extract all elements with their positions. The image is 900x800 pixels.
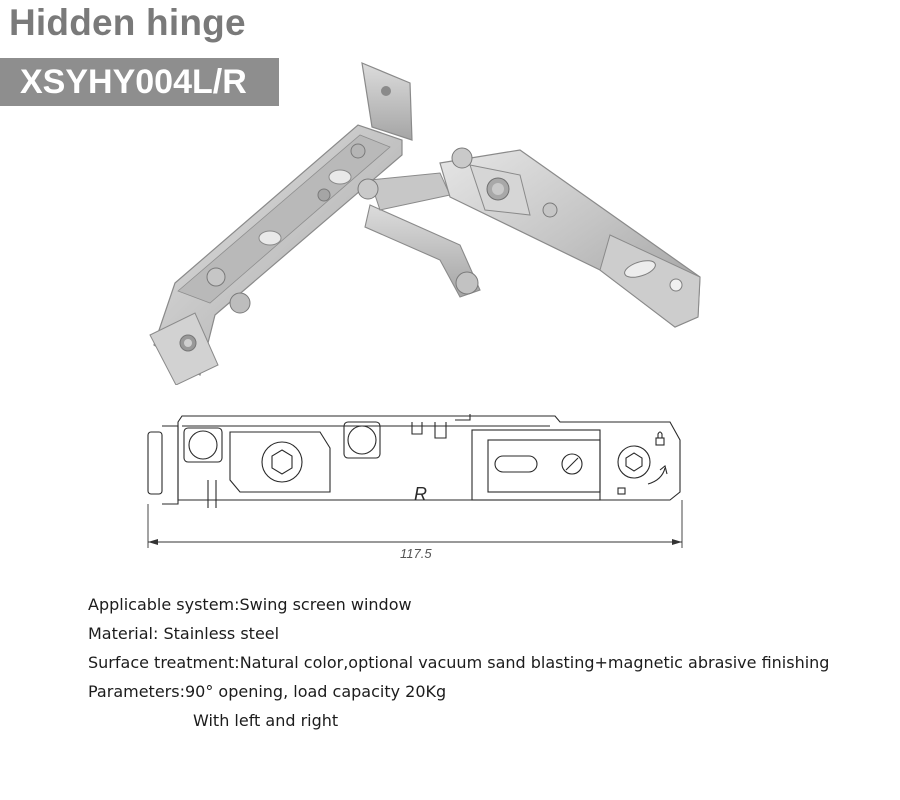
dimension-label: 117.5 (400, 546, 432, 561)
spec-material: Material: Stainless steel (88, 624, 280, 643)
side-mark: R (414, 484, 427, 504)
hinge-product-photo (149, 62, 701, 385)
spec-parameters: Parameters:90° opening, load capacity 20… (88, 682, 447, 701)
hinge-technical-drawing: R 117.5 (147, 414, 683, 561)
page-title: Hidden hinge (9, 2, 246, 43)
spec-applicable-system: Applicable system:Swing screen window (88, 595, 412, 614)
spec-list: Applicable system:Swing screen window Ma… (88, 590, 829, 735)
spec-surface-treatment: Surface treatment:Natural color,optional… (88, 653, 830, 672)
spec-variants: With left and right (193, 711, 339, 730)
model-badge: XSYHY004L/R (0, 58, 279, 106)
